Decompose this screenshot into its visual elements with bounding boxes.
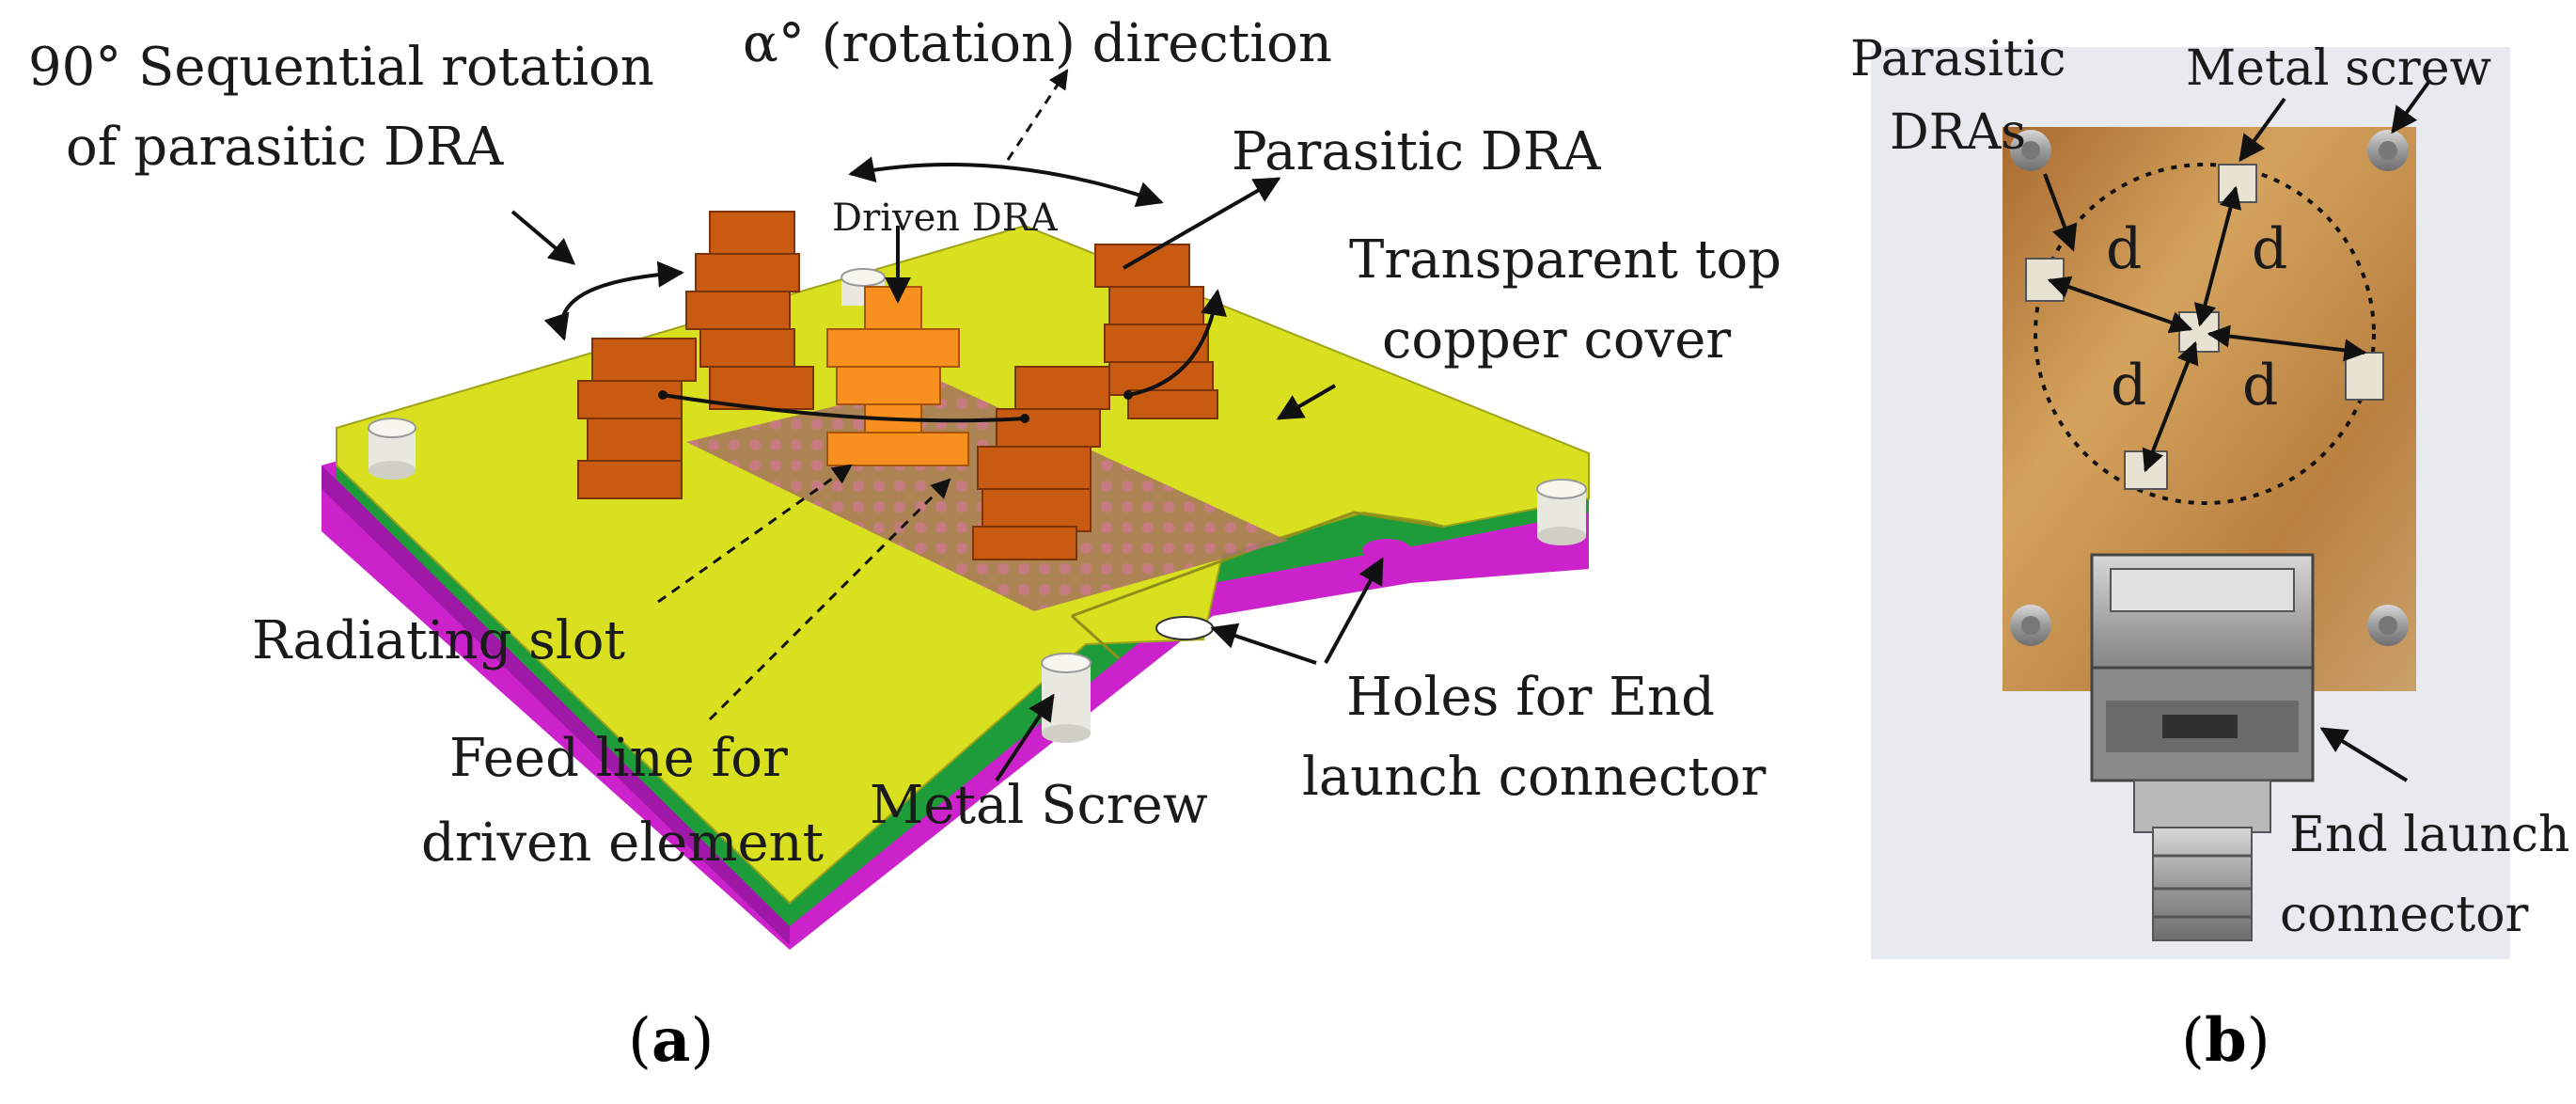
label-holes-2: launch connector xyxy=(1302,747,1767,808)
label-radiating-slot: Radiating slot xyxy=(252,610,625,671)
parasitic-dra-back-right xyxy=(1094,244,1218,419)
photo-parasitic-dra xyxy=(2218,164,2257,203)
alpha-rotation-arrow xyxy=(848,156,1164,208)
label-driven-dra: Driven DRA xyxy=(832,197,1059,240)
photo-screw xyxy=(2010,130,2051,171)
screw-front xyxy=(1041,653,1092,743)
label-d: d xyxy=(2242,353,2278,418)
label-d: d xyxy=(2111,353,2146,418)
caption-a: (a) xyxy=(628,1005,714,1076)
photo-screw xyxy=(2010,605,2051,646)
label-end-launch: End launch xyxy=(2289,807,2570,863)
connector-hole xyxy=(1155,616,1214,640)
screw-front-left xyxy=(368,418,416,480)
label-feed-line: Feed line for xyxy=(449,728,788,789)
label-metal-screw: Metal Screw xyxy=(870,775,1208,836)
label-d: d xyxy=(2252,216,2287,282)
screw-right xyxy=(1536,479,1587,545)
caption-b: (b) xyxy=(2181,1005,2270,1076)
panel-a-diagram xyxy=(322,69,1590,950)
photo-parasitic-dra xyxy=(2345,352,2384,401)
parasitic-dra-front-left xyxy=(577,338,697,499)
label-sequential-rotation: 90° Sequential rotation xyxy=(28,37,654,98)
label-parasitic-dras-2: DRAs xyxy=(1890,104,2026,161)
label-holes: Holes for End xyxy=(1346,667,1715,728)
photo-screw xyxy=(2367,605,2409,646)
photo-parasitic-dra xyxy=(2025,258,2065,302)
label-parasitic-dras: Parasitic xyxy=(1850,31,2066,87)
dra-placement-circle xyxy=(2034,163,2376,505)
photo-screw xyxy=(2367,130,2409,171)
panel-b-photo xyxy=(1871,47,2510,959)
label-rotation-direction: α° (rotation) direction xyxy=(743,13,1332,74)
sequential-rotation-arrow xyxy=(543,260,684,341)
label-feed-line-2: driven element xyxy=(421,812,825,874)
connector-hole xyxy=(1362,539,1411,561)
driven-dra xyxy=(826,286,969,466)
photo-end-launch-connector xyxy=(2090,553,2315,941)
parasitic-dra-front-right xyxy=(972,366,1110,560)
label-parasitic-dra: Parasitic DRA xyxy=(1232,121,1601,182)
label-top-cover: Transparent top xyxy=(1349,229,1782,291)
parasitic-dra-back-left xyxy=(685,211,814,410)
label-sequential-rotation-2: of parasitic DRA xyxy=(66,117,504,178)
label-end-launch-2: connector xyxy=(2280,887,2529,943)
label-d: d xyxy=(2106,216,2142,282)
label-metal-screw-b: Metal screw xyxy=(2186,40,2491,97)
label-top-cover-2: copper cover xyxy=(1382,309,1731,371)
photo-driven-dra xyxy=(2178,311,2220,353)
